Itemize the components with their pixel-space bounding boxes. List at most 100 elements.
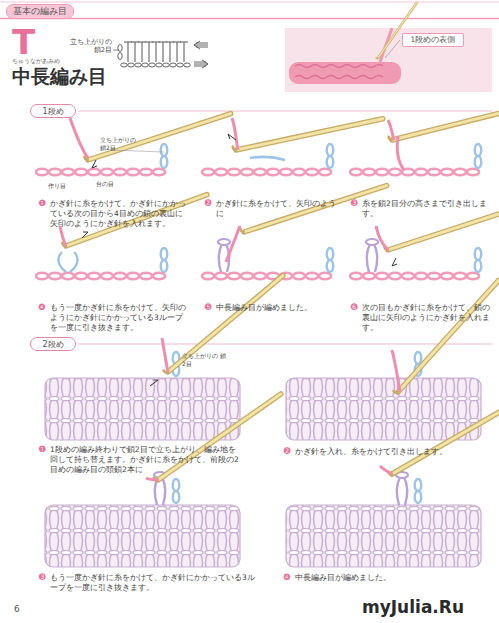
step-illustration bbox=[475, 144, 482, 168]
step-illustration bbox=[173, 479, 180, 503]
step-illustration bbox=[366, 239, 378, 272]
ruby-text: ちゅうながあみめ bbox=[12, 57, 102, 65]
watermark: myJulia.Ru bbox=[362, 596, 497, 618]
node-text: 1段めの表側 bbox=[411, 35, 456, 45]
section-rule bbox=[78, 111, 492, 112]
step-illustration bbox=[327, 248, 334, 272]
page-title: 中長編み目 bbox=[12, 64, 132, 89]
stitch-chart bbox=[124, 42, 132, 62]
header-band bbox=[0, 2, 499, 3]
step-illustration bbox=[415, 479, 422, 503]
callout-number: ❶ bbox=[38, 198, 50, 210]
photo bbox=[295, 65, 383, 68]
step-illustration bbox=[36, 273, 165, 280]
step-illustration bbox=[36, 109, 231, 175]
step-illustration bbox=[70, 118, 88, 158]
stitch-chart bbox=[170, 63, 177, 67]
step-illustration bbox=[250, 157, 285, 160]
step-illustration bbox=[286, 395, 499, 567]
step-text: 糸を鎖2目分の高さまで引き出します。 bbox=[362, 199, 492, 219]
step-illustration bbox=[396, 472, 408, 505]
step-illustration bbox=[350, 199, 499, 279]
callout-number: ❸ bbox=[350, 198, 362, 210]
stitch-chart bbox=[138, 42, 146, 62]
step-text: 中長編み目が編めました。 bbox=[295, 573, 485, 583]
step-text: 次の目もかぎ針に糸をかけて、鎖の裏山に矢印のようにかぎ針を入れます。 bbox=[362, 303, 492, 332]
photo bbox=[289, 62, 401, 84]
stitch-chart bbox=[121, 63, 191, 67]
step-illustration bbox=[392, 350, 400, 392]
stitch-chart bbox=[131, 42, 139, 62]
stitch-chart bbox=[166, 42, 174, 62]
callout-number: ❷ bbox=[283, 446, 295, 458]
part-label: 台の目 bbox=[96, 180, 136, 188]
step-text: 中長編み目が編めました。 bbox=[216, 303, 336, 313]
step-illustration bbox=[92, 160, 97, 168]
photo bbox=[375, 1, 416, 59]
step-illustration bbox=[153, 390, 281, 482]
photo bbox=[285, 1, 492, 92]
step-illustration bbox=[286, 378, 481, 440]
part-label: 作り目 bbox=[48, 182, 88, 190]
stitch-chart bbox=[194, 60, 208, 68]
step-illustration bbox=[146, 478, 158, 480]
step-text: 1段めの編み終わりで鎖2目で立ち上がり、編み地を回して持ち替えます。かぎ針に糸を… bbox=[50, 445, 240, 474]
photo bbox=[295, 76, 383, 79]
stitch-chart bbox=[118, 45, 122, 52]
chart-label: 立ち上がりの 鎖2目 bbox=[70, 38, 112, 55]
step-illustration bbox=[84, 109, 231, 161]
step-illustration bbox=[162, 338, 168, 372]
step-illustration bbox=[387, 395, 499, 476]
step-illustration bbox=[202, 273, 331, 280]
photo bbox=[385, 40, 400, 58]
stitch-chart bbox=[113, 41, 208, 68]
step-illustration bbox=[228, 134, 236, 140]
step-illustration bbox=[59, 252, 78, 272]
step-illustration bbox=[232, 114, 382, 151]
part-label: 立ち上がりの 鎖2目 bbox=[100, 136, 140, 152]
header-band bbox=[0, 2, 499, 19]
step-illustration bbox=[45, 390, 281, 567]
step-illustration bbox=[392, 258, 397, 266]
step-illustration bbox=[82, 232, 88, 238]
callout-number: ❶ bbox=[38, 444, 50, 456]
stitch-chart bbox=[163, 63, 170, 67]
stitch-chart bbox=[180, 42, 188, 62]
step-illustration bbox=[36, 190, 207, 279]
callout-number: ❷ bbox=[204, 198, 216, 210]
photo bbox=[285, 28, 492, 92]
node-text: 基本の編み目 bbox=[13, 5, 67, 18]
step-illustration bbox=[327, 144, 334, 168]
stitch-chart bbox=[118, 53, 122, 60]
step-text: もう一度かぎ針に糸をかけて、矢印のようにかぎ針にかかっている3ループを一度に引き… bbox=[50, 303, 186, 332]
node-text: 2段め bbox=[42, 339, 63, 350]
step-text: かぎ針に糸をかけて、矢印のように bbox=[216, 199, 336, 219]
part-label: 立ち上がりの 鎖2目 bbox=[182, 352, 226, 368]
step-illustration bbox=[475, 248, 482, 272]
stitch-chart bbox=[145, 42, 153, 62]
step-illustration bbox=[388, 120, 394, 140]
section-rule bbox=[78, 344, 492, 345]
step-illustration bbox=[202, 114, 383, 175]
step-illustration bbox=[60, 226, 66, 246]
header-tab: 基本の編み目 bbox=[6, 4, 74, 19]
stitch-chart bbox=[121, 63, 128, 67]
step-illustration bbox=[286, 505, 481, 567]
step-illustration bbox=[226, 226, 240, 262]
step-illustration bbox=[388, 99, 499, 141]
stitch-chart bbox=[156, 63, 163, 67]
step-illustration bbox=[45, 505, 240, 567]
stitch-chart bbox=[142, 63, 149, 67]
callout-number: ❹ bbox=[283, 572, 295, 584]
step-illustration bbox=[150, 380, 158, 386]
stitch-chart bbox=[194, 41, 208, 49]
step-illustration bbox=[62, 190, 207, 247]
node-text: 1段め bbox=[42, 106, 63, 117]
step-illustration bbox=[110, 150, 164, 152]
section-pill: 2段め bbox=[30, 337, 76, 351]
step-illustration bbox=[350, 273, 479, 280]
callout-number: ❻ bbox=[350, 302, 362, 314]
step-text: かぎ針を入れ、糸をかけて引き出します。 bbox=[295, 447, 485, 457]
step-illustration bbox=[350, 169, 479, 176]
